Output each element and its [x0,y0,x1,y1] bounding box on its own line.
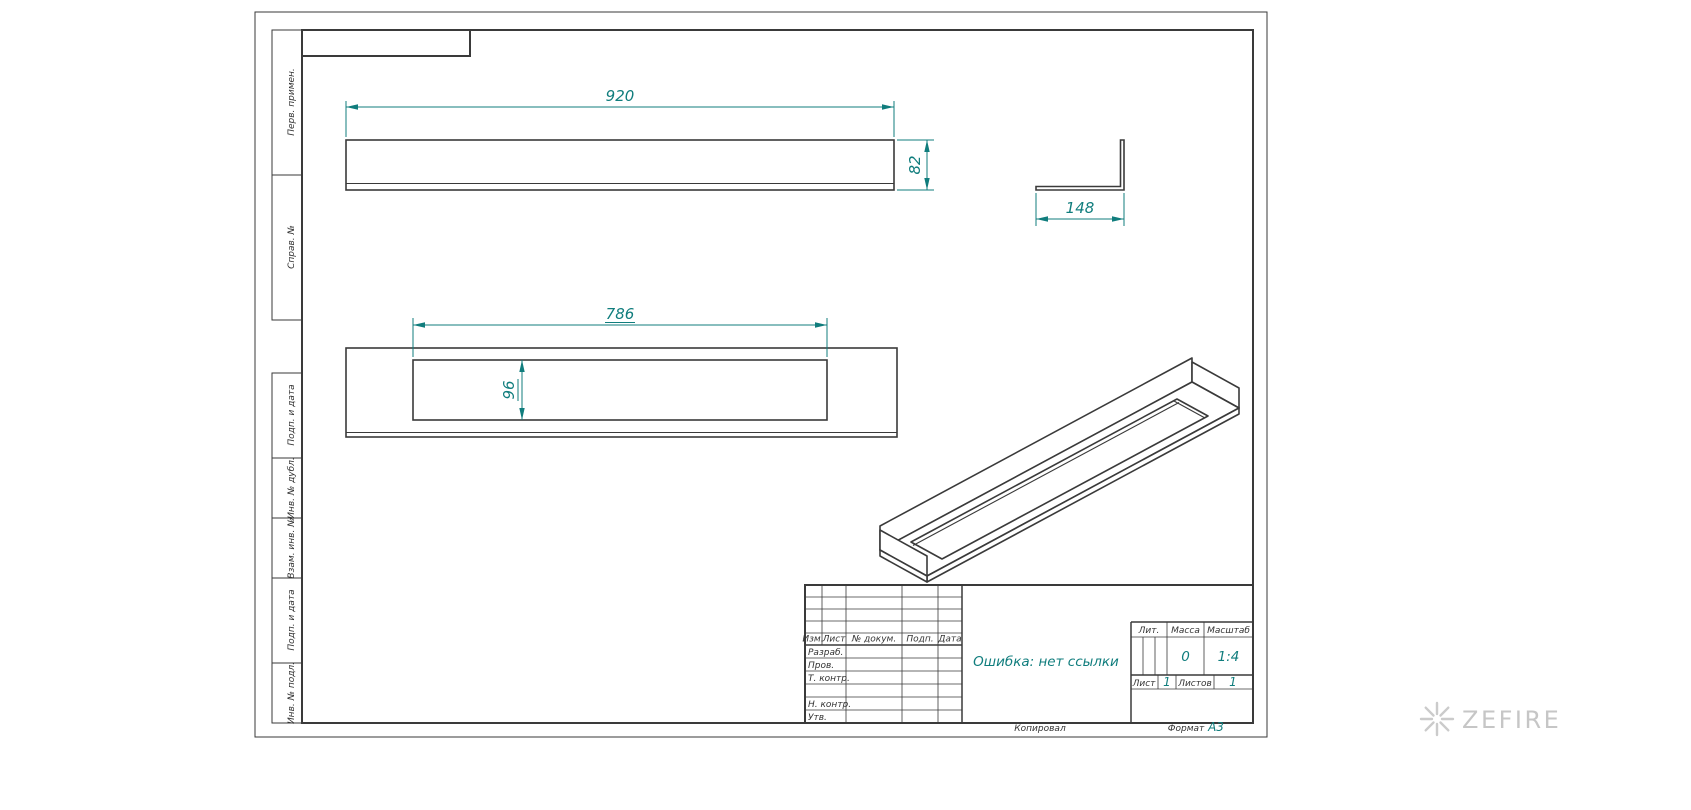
tb-col-list: Лист [822,635,847,645]
watermark-brand-text: ZEFIRE [1462,706,1561,734]
margin-stamp-label: Инв. № дубл. [287,457,297,519]
title-block: Изм. Лист № докум. Подп. Дата Разраб. Пр… [802,584,1254,724]
tb-col-data: Дата [937,635,961,645]
margin-stamp-label: Подп. и дата [287,384,297,445]
margin-stamp-inv-podl: Инв. № подл. [271,662,303,724]
margin-stamps: Перв. примен. Справ. № Подп. и дата Инв.… [271,29,303,724]
view-front [345,139,895,191]
dim-text-96: 96 [500,380,518,399]
tb-row-nkontr: Н. контр. [808,700,851,710]
zefire-snowflake-icon [1419,701,1455,737]
margin-stamp-sprav-no: Справ. № [271,174,303,321]
format-value: А3 [1207,720,1224,734]
tb-row-razrab: Разраб. [808,648,843,658]
tb-row-tkontr: Т. контр. [808,674,850,684]
dim-slot-length: 786 [412,305,828,357]
tb-row-utv: Утв. [808,713,827,723]
view-top [345,347,898,438]
tb-col-dokum: № докум. [851,635,896,645]
tb-doc-title: Ошибка: нет ссылки [973,654,1119,670]
dim-side-width: 148 [1035,193,1125,226]
dim-front-height: 82 [897,139,934,191]
tb-sheets-value: 1 [1229,675,1237,689]
copied-label: Копировал [1014,724,1066,734]
sheet-outer-border [254,11,1268,738]
tb-mass-label: Масса [1171,626,1200,636]
slot-outline [412,359,828,421]
dim-slot-width: 96 [500,360,525,420]
iso-near-edge [879,549,928,583]
tb-scale-value: 1:4 [1218,649,1240,665]
tb-sheet-value: 1 [1163,675,1171,689]
margin-stamp-label: Перв. примен. [287,68,297,136]
tb-col-izm: Изм. [802,635,823,645]
dim-front-length: 920 [345,87,895,137]
dim-text-82: 82 [906,155,924,174]
format-label: Формат [1168,724,1205,734]
view-isometric [879,357,1240,583]
margin-stamp-inv-dubl: Инв. № дубл. [271,457,303,519]
below-frame-captions: Копировал Формат А3 [1014,720,1224,734]
iso-slot-depth-line [1173,400,1206,419]
margin-stamp-perv-primen: Перв. примен. [271,29,303,176]
tb-row-prov: Пров. [808,661,834,671]
tb-sheet-label: Лист [1132,679,1157,689]
corner-designation-block [301,29,471,57]
tb-mass-value: 0 [1181,649,1190,665]
iso-slot-depth-line [912,402,1180,546]
watermark: ZEFIRE [1419,701,1561,737]
dim-text-786: 786 [606,305,635,323]
margin-stamp-podp-data-2: Подп. и дата [271,577,303,664]
dim-text-148: 148 [1066,199,1095,217]
tb-sheets-label: Листов [1177,679,1212,689]
margin-stamp-podp-data-1: Подп. и дата [271,372,303,459]
tb-scale-label: Масштаб [1207,626,1250,636]
view-side [1035,139,1125,191]
tb-col-podp: Подп. [906,635,933,645]
dim-text-920: 920 [606,87,635,105]
tb-lit-label: Лит. [1138,626,1160,636]
iso-slot [910,398,1209,560]
margin-stamp-label: Справ. № [287,225,297,269]
margin-stamp-label: Подп. и дата [287,589,297,650]
margin-stamp-label: Взам. инв. № [287,517,297,578]
margin-stamp-vzam-inv: Взам. инв. № [271,517,303,579]
margin-stamp-label: Инв. № подл. [287,662,297,724]
